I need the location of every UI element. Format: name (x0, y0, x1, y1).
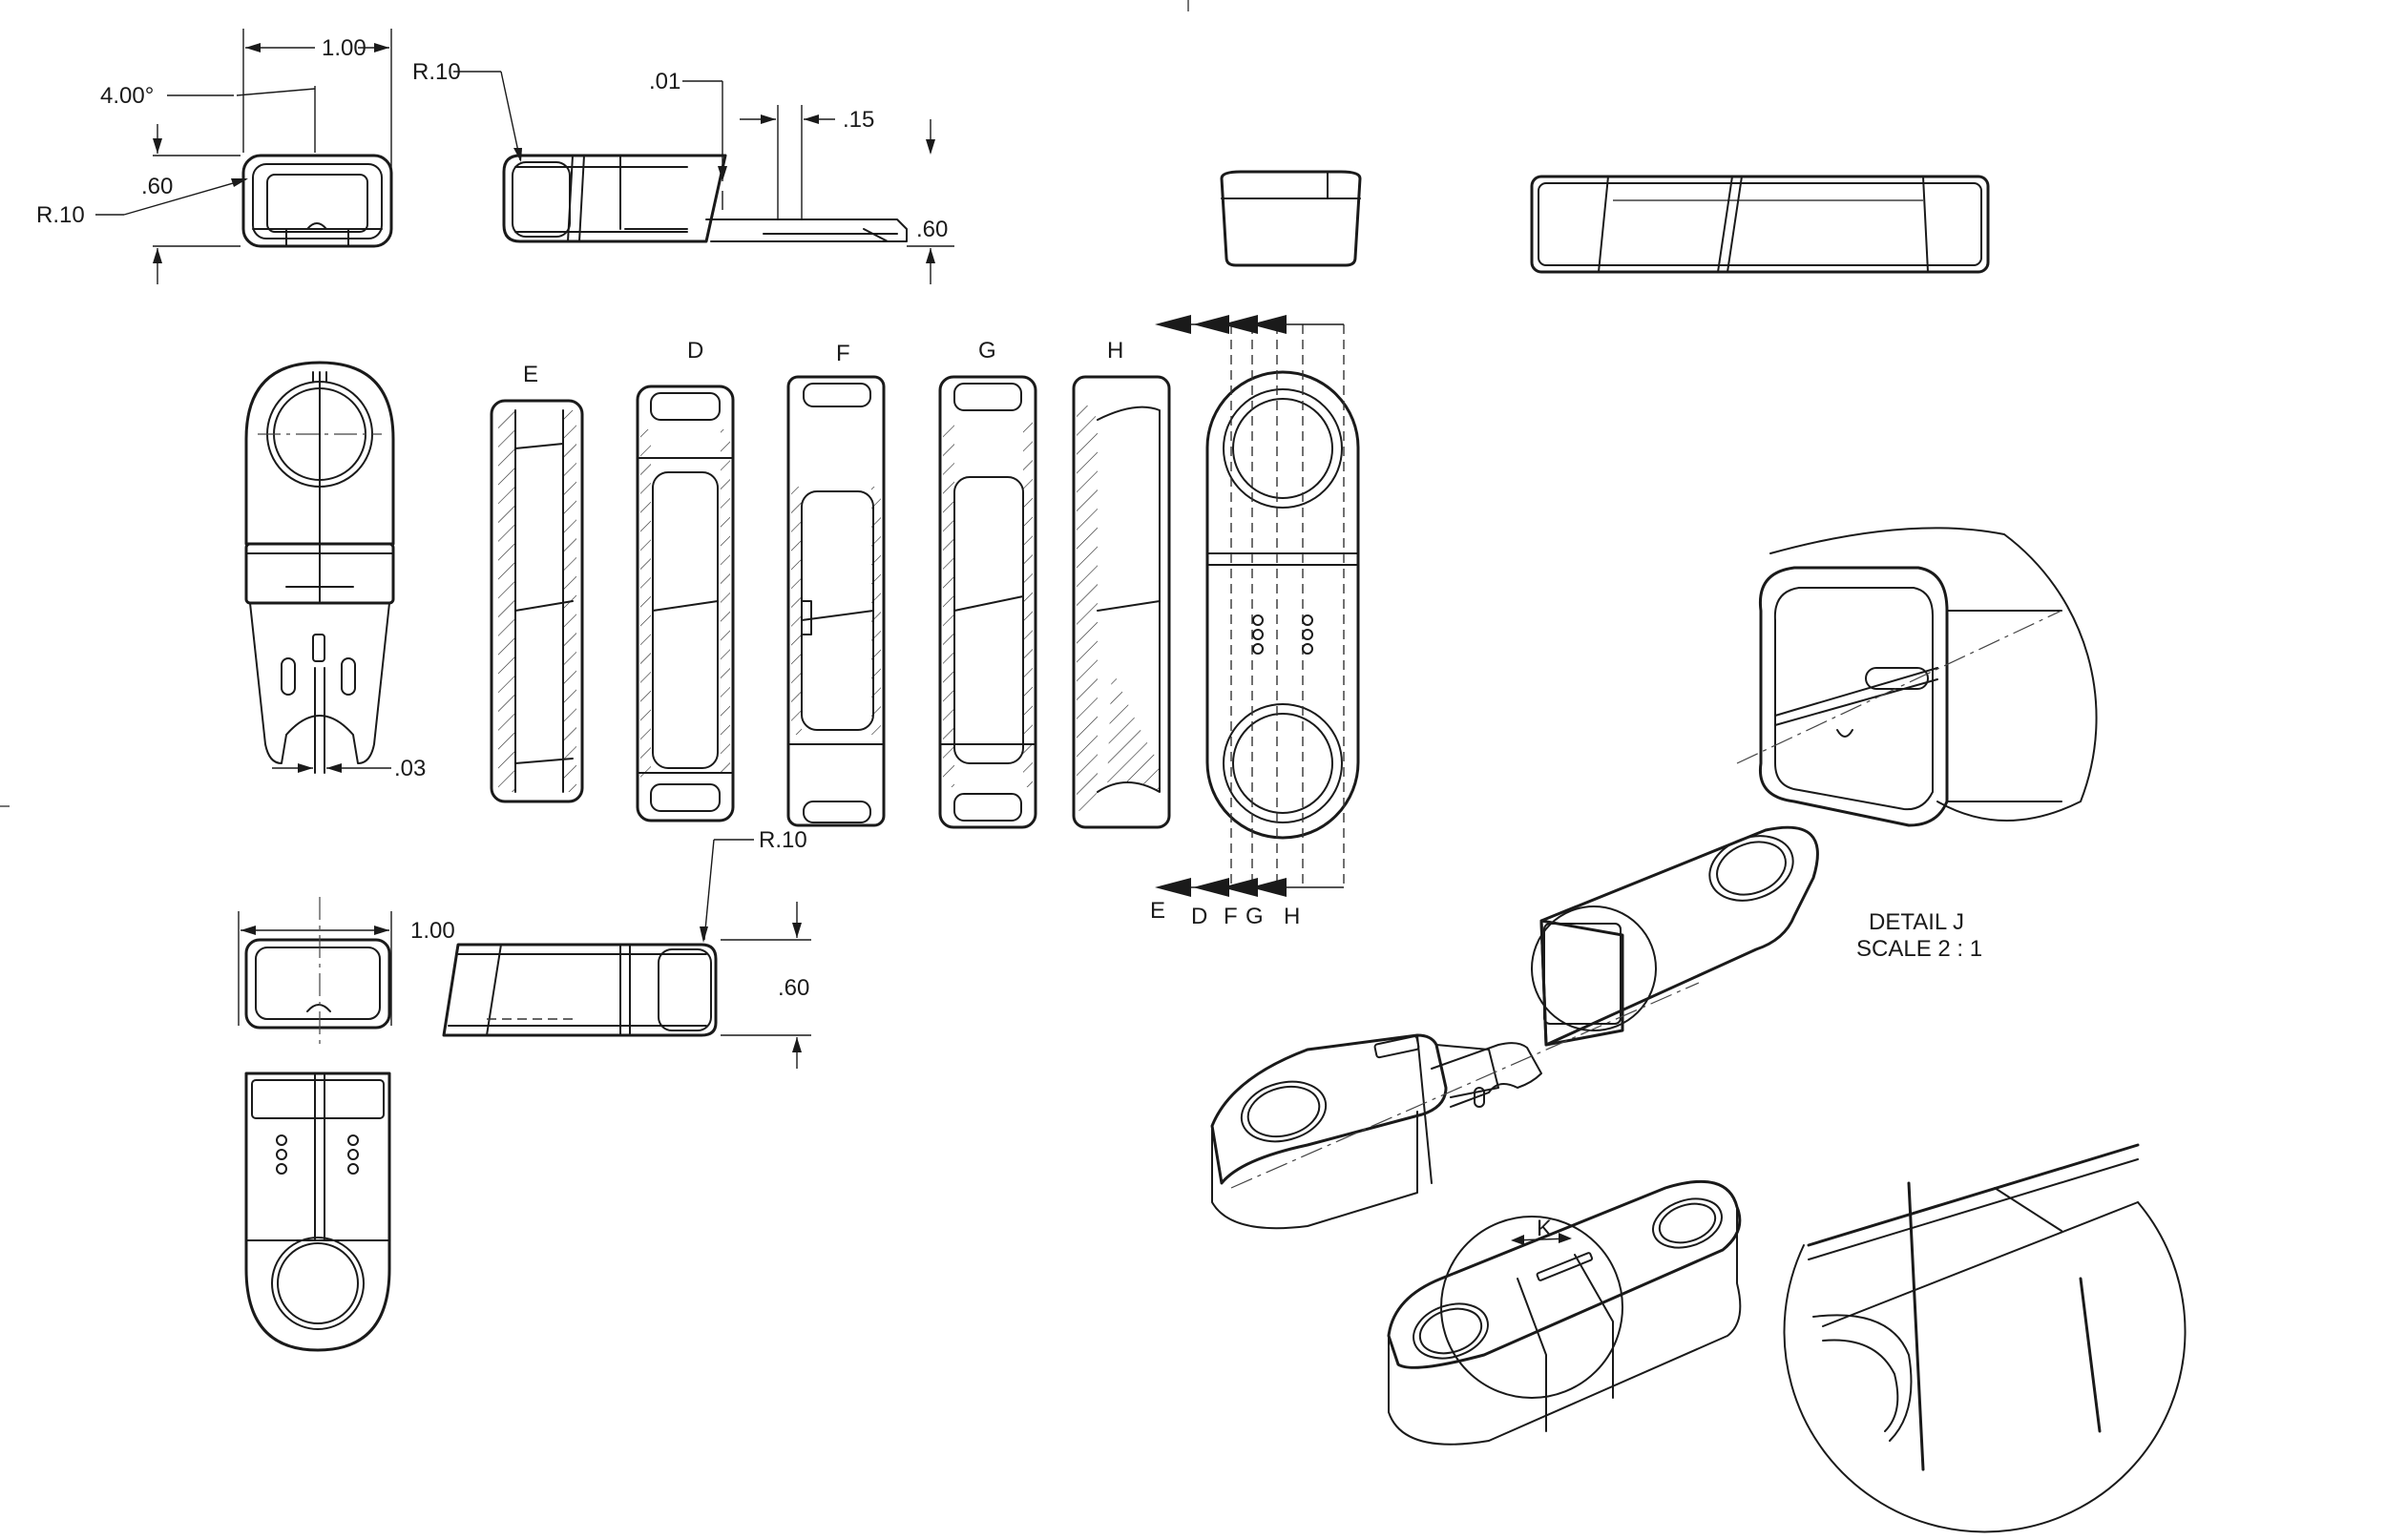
section-label-d-top: D (687, 338, 703, 364)
dimension-width-top: 1.00 (242, 29, 392, 191)
detail-k-label: K (1537, 1216, 1552, 1241)
cutting-plane-view (1155, 315, 1360, 897)
section-h (1072, 375, 1171, 829)
section-label-e-top: E (523, 362, 538, 387)
dimension-radius-bottom: R.10 (700, 827, 807, 943)
isometric-assembled (1387, 1179, 1742, 1446)
detail-j-label: DETAIL J SCALE 2 : 1 (1856, 909, 1982, 962)
dimension-thickness: .15 (740, 105, 874, 219)
plan-view-left (244, 361, 395, 774)
section-g-bottom-label: G (1245, 904, 1264, 929)
side-view-top (502, 154, 908, 243)
front-view-bottom-left (244, 897, 391, 1050)
end-view-top-right (1220, 170, 1362, 267)
section-label-g-top: G (978, 338, 996, 364)
front-view-top-left (241, 154, 393, 248)
section-d-label: D (687, 338, 703, 364)
dim-width-bottom-text: 1.00 (410, 918, 455, 944)
isometric-exploded (1210, 825, 1819, 1230)
section-e (490, 399, 584, 803)
section-f-bottom-label: F (1224, 904, 1238, 929)
dimension-height-right: .60 (907, 119, 954, 284)
dim-width-top-text: 1.00 (322, 35, 366, 61)
dimension-height-bottom: .60 (721, 902, 811, 1069)
detail-j-circle (1736, 527, 2098, 827)
dim-gap-text: .03 (394, 756, 426, 781)
detail-k-marker: K (1511, 1216, 1572, 1245)
dim-angle-top-text: 4.00° (100, 83, 154, 109)
dimension-height-left: .60 (141, 124, 241, 284)
section-e-label: E (523, 362, 538, 387)
section-d (636, 385, 735, 822)
section-f (786, 375, 886, 827)
detail-j-title: DETAIL J (1869, 909, 1964, 935)
dim-height-left-text: .60 (141, 174, 173, 199)
section-h-bottom-label: H (1284, 904, 1300, 929)
detail-k-circle (1783, 1143, 2187, 1533)
section-e-bottom-label: E (1150, 898, 1165, 924)
dimension-radius-side: R.10 (412, 59, 522, 162)
dimension-width-bottom: 1.00 (238, 911, 455, 1026)
side-view-top-right (1530, 175, 1990, 274)
section-g-label: G (978, 338, 996, 364)
dim-height-right-text: .60 (916, 217, 948, 242)
dim-offset-text: .01 (649, 69, 680, 94)
dim-radius-side-text: R.10 (412, 59, 461, 85)
dim-height-bottom-text: .60 (778, 975, 809, 1001)
side-view-bottom (442, 943, 718, 1037)
detail-j-scale: SCALE 2 : 1 (1856, 936, 1982, 962)
dimension-radius-left: R.10 (36, 178, 248, 228)
dimension-offset: .01 (649, 69, 727, 210)
section-f-label: F (836, 341, 850, 366)
section-labels-bottom: E D F G H (1150, 898, 1300, 929)
dimension-gap: .03 (272, 756, 426, 781)
dim-radius-left-text: R.10 (36, 202, 85, 228)
plan-view-bottom (244, 1072, 391, 1352)
section-d-bottom-label: D (1191, 904, 1207, 929)
section-label-f-top: F (836, 341, 850, 366)
section-h-label: H (1107, 338, 1123, 364)
section-g (938, 375, 1037, 829)
slot-marks (1252, 614, 1313, 655)
dim-thickness-text: .15 (843, 107, 874, 133)
sheet-ticks (0, 0, 1189, 807)
dimension-angle-top: 4.00° (100, 83, 316, 153)
section-label-h-top: H (1107, 338, 1123, 364)
dim-radius-bottom-text: R.10 (759, 827, 807, 853)
